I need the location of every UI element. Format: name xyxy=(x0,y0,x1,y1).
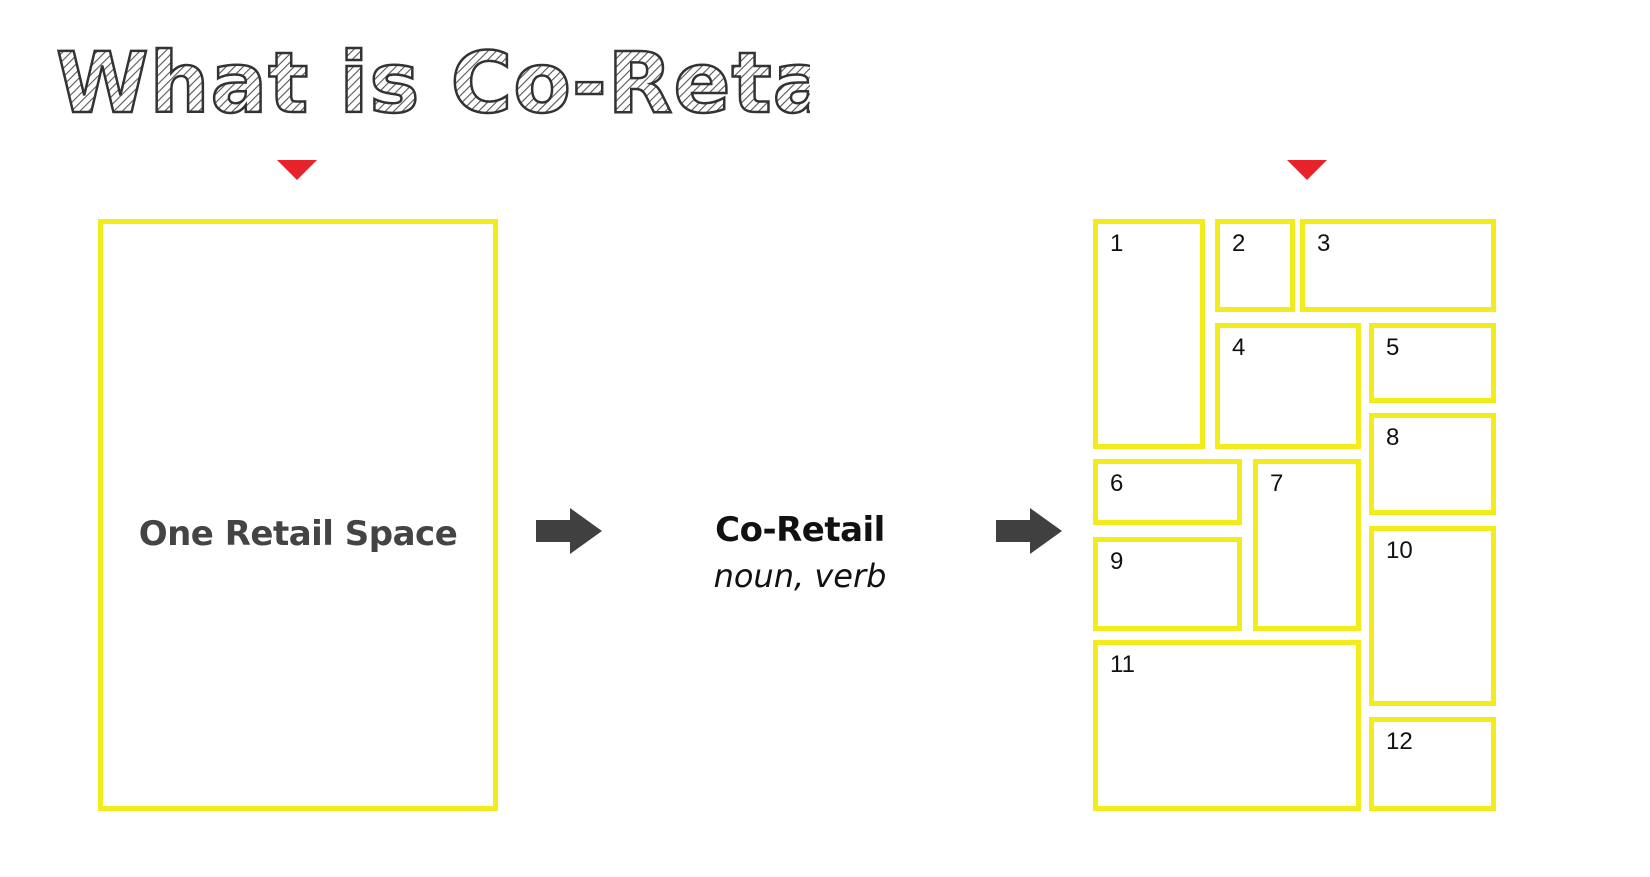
page-title: What is Co-Retail? xyxy=(56,34,810,132)
retail-unit-number: 9 xyxy=(1110,548,1124,575)
slide-title: What is Co-Retail? xyxy=(55,33,810,134)
retail-unit-box: 11 xyxy=(1093,640,1361,811)
retail-unit-box: 2 xyxy=(1215,219,1295,312)
retail-unit-number: 11 xyxy=(1110,651,1135,678)
retail-unit-number: 2 xyxy=(1232,230,1246,257)
retail-unit-number: 7 xyxy=(1270,470,1284,497)
retail-unit-box: 10 xyxy=(1369,526,1496,706)
retail-unit-box: 5 xyxy=(1369,323,1496,403)
retail-unit-number: 1 xyxy=(1110,230,1124,257)
retail-unit-number: 5 xyxy=(1386,334,1400,361)
retail-unit-box: 1 xyxy=(1093,219,1205,449)
triangle-down-icon xyxy=(277,160,317,180)
single-retail-space-box: One Retail Space xyxy=(98,219,498,811)
definition-word: Co-Retail xyxy=(715,510,885,550)
retail-unit-box: 9 xyxy=(1093,537,1242,631)
retail-unit-box: 4 xyxy=(1215,323,1361,449)
definition-part-of-speech: noun, verb xyxy=(713,557,887,595)
arrow-right-icon xyxy=(996,508,1062,554)
retail-unit-number: 12 xyxy=(1386,728,1413,755)
retail-unit-number: 4 xyxy=(1232,334,1246,361)
arrow-right-icon xyxy=(536,508,602,554)
retail-unit-box: 7 xyxy=(1253,459,1361,631)
single-retail-space-label: One Retail Space xyxy=(138,514,458,554)
retail-unit-box: 6 xyxy=(1093,459,1242,525)
retail-unit-number: 3 xyxy=(1317,230,1331,257)
retail-unit-number: 10 xyxy=(1386,537,1413,564)
retail-unit-box: 8 xyxy=(1369,413,1496,515)
triangle-down-icon xyxy=(1287,160,1327,180)
retail-unit-number: 6 xyxy=(1110,470,1124,497)
retail-unit-number: 8 xyxy=(1386,424,1400,451)
retail-unit-box: 12 xyxy=(1369,717,1496,811)
retail-unit-box: 3 xyxy=(1300,219,1496,312)
